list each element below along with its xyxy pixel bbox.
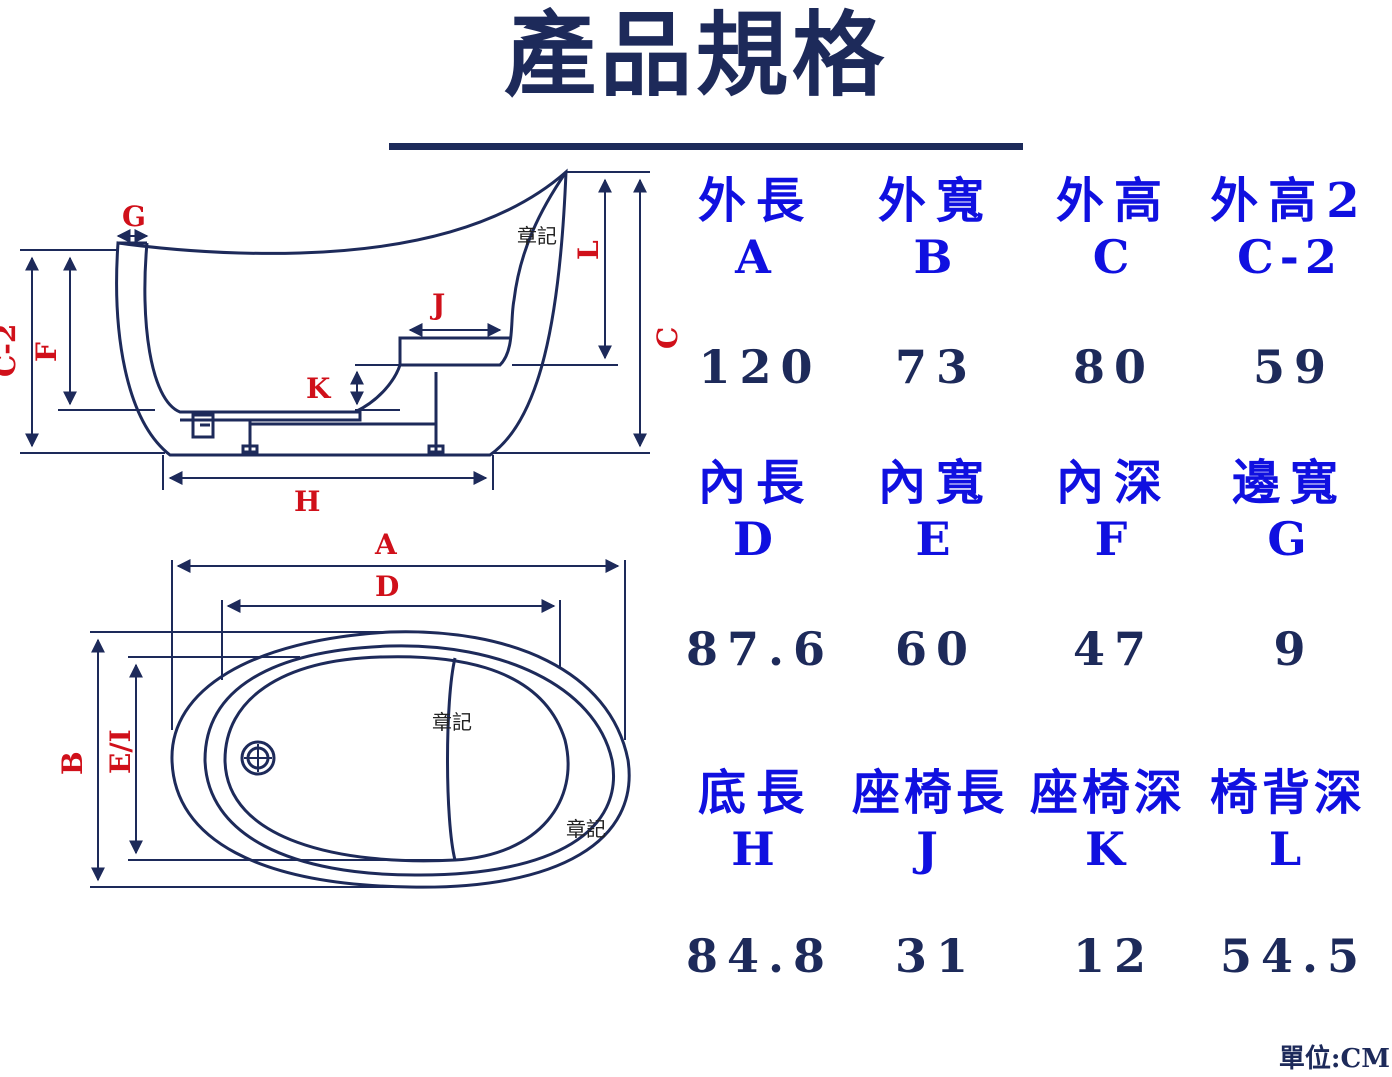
spec-E: 內寬 E [846, 454, 1026, 566]
drain-icon [240, 740, 276, 776]
tub-top-seat [446, 657, 457, 861]
spec-value-G: 9 [1273, 622, 1315, 676]
spec-value-E: 60 [894, 622, 977, 676]
label-EI: E/I [104, 729, 137, 774]
spec-label: 邊寬 [1231, 455, 1348, 511]
label-C2: C-2 [0, 324, 22, 377]
spec-D: 內長 D [666, 454, 846, 566]
spec-C2: 外高2 C-2 [1200, 172, 1380, 284]
spec-value-H: 84.8 [685, 929, 835, 983]
spec-value-F: 47 [1072, 622, 1155, 676]
spec-label: 內寬 [877, 455, 994, 511]
spec-code: D [733, 512, 779, 566]
spec-F: 內深 F [1024, 454, 1204, 566]
spec-value-K: 12 [1072, 929, 1155, 983]
stamp-text: 章記 [432, 710, 472, 734]
spec-value-B: 73 [894, 340, 977, 394]
label-D: D [375, 570, 399, 603]
label-K: K [306, 372, 332, 405]
spec-H: 底長 H [666, 764, 846, 876]
spec-code: J [916, 822, 944, 876]
title-divider [389, 143, 1023, 150]
spec-value-L: 54.5 [1219, 929, 1369, 983]
label-F: F [30, 342, 63, 362]
page-title: 產品規格 [503, 1, 888, 109]
spec-K: 座椅深 K [1018, 764, 1198, 876]
spec-G: 邊寬 G [1200, 454, 1380, 566]
spec-L: 椅背深 L [1198, 764, 1378, 876]
bathtub-diagram: G L C C-2 F K J H A D B E/I 章記 章記 章記 [0, 168, 684, 889]
tub-top-outer [170, 630, 631, 889]
label-J: J [429, 288, 445, 321]
label-L: L [572, 240, 605, 260]
spec-label: 外長 [697, 173, 814, 229]
tub-seat [398, 336, 510, 365]
spec-label: 座椅深 [1029, 765, 1186, 821]
spec-code: A [735, 230, 777, 284]
spec-label: 椅背深 [1209, 765, 1366, 821]
spec-code: E [915, 512, 957, 566]
stamp-text: 章記 [566, 817, 606, 841]
label-G: G [122, 200, 146, 233]
spec-value-C2: 59 [1252, 340, 1335, 394]
spec-code: B [913, 230, 959, 284]
spec-value-A: 120 [698, 340, 822, 394]
spec-label: 內長 [697, 455, 814, 511]
label-H: H [294, 485, 320, 518]
spec-C: 外高 C [1024, 172, 1204, 284]
stamp-text: 章記 [517, 224, 557, 248]
spec-value-D: 87.6 [685, 622, 835, 676]
spec-J: 座椅長 J [840, 764, 1020, 876]
tub-side-inner [143, 171, 568, 414]
spec-A: 外長 A [666, 172, 846, 284]
spec-code: K [1085, 822, 1131, 876]
label-B: B [56, 751, 89, 775]
label-C: C [651, 327, 684, 349]
unit-note: 單位:CM [1278, 1044, 1390, 1074]
tub-top-rim [203, 644, 615, 877]
spec-code: G [1267, 512, 1313, 566]
spec-label: 外高 [1055, 173, 1172, 229]
spec-code: F [1094, 512, 1134, 566]
spec-label: 座椅長 [851, 765, 1008, 821]
spec-B: 外寬 B [846, 172, 1026, 284]
spec-value-C: 80 [1072, 340, 1155, 394]
spec-label: 內深 [1055, 455, 1172, 511]
spec-label: 外高2 [1210, 173, 1370, 229]
label-A: A [374, 528, 398, 561]
spec-code: H [731, 822, 781, 876]
spec-label: 底長 [697, 765, 814, 821]
spec-value-J: 31 [894, 929, 977, 983]
spec-code: C [1092, 230, 1136, 284]
spec-code: L [1268, 822, 1308, 876]
tub-side-outer [115, 168, 568, 457]
tub-top-inner [223, 655, 570, 863]
spec-label: 外寬 [877, 173, 994, 229]
spec-code: C-2 [1237, 230, 1343, 284]
